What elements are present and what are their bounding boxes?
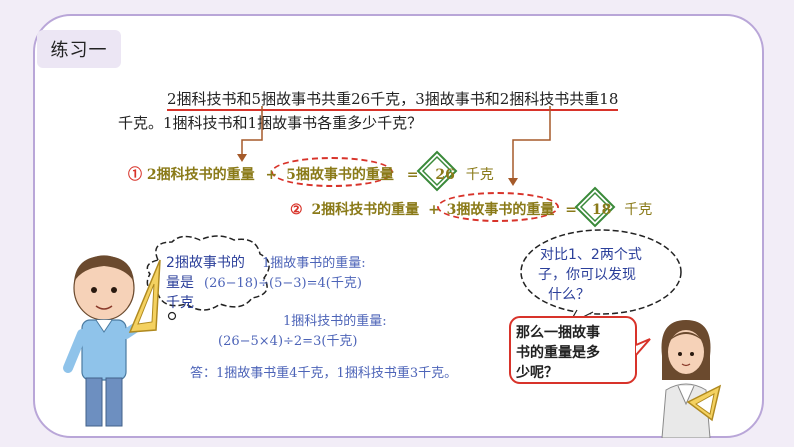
- solution-line-2: (26−18)÷(5−3)=4(千克): [204, 276, 362, 291]
- arrow-2: [512, 106, 551, 180]
- solution-line-4: (26−5×4)÷2=3(千克): [218, 334, 358, 349]
- solution-line-3: 1捆科技书的重量:: [283, 314, 387, 329]
- eq2-unit: 千克: [624, 202, 653, 218]
- eq1-marker: ①: [128, 167, 142, 183]
- eq2-value: 18: [591, 202, 612, 218]
- content-card: [33, 14, 764, 438]
- eq1-ellipse-text: 5捆故事书的重量: [286, 167, 394, 183]
- answer-text: 答：1捆故事书重4千克，1捆科技书重3千克。: [190, 366, 458, 381]
- arrow-1: [241, 106, 263, 156]
- eq2-equals: =: [565, 202, 578, 218]
- arrow-1-head: [237, 154, 247, 162]
- arrow-2-head: [508, 178, 518, 186]
- diamond-box-2: [574, 186, 616, 228]
- speech-top-line-1: 对比1、2两个式: [540, 247, 642, 263]
- eq1-left: 2捆科技书的重量: [146, 167, 255, 183]
- eq2-plus: +: [428, 202, 440, 218]
- equation-1: ① 2捆科技书的重量 + 5捆故事书的重量 = 26 千克: [128, 164, 494, 184]
- speech-top-line-2: 子，你可以发现: [538, 267, 636, 283]
- eq1-plus: +: [265, 167, 278, 183]
- speech-bottom-line-2: 书的重量是多: [516, 345, 600, 361]
- thought-line-3: 千克: [166, 295, 194, 311]
- speech-bubble-bottom: [509, 316, 651, 384]
- diamond-box-1: [416, 150, 458, 192]
- problem-line-2: 千克。1捆科技书和1捆故事书各重多少千克？: [118, 114, 423, 132]
- speech-top-line-3: 什么？: [548, 287, 590, 303]
- equation-2: ② 2捆科技书的重量 + 3捆故事书的重量 = 18 千克: [290, 199, 652, 219]
- eq1-unit: 千克: [465, 167, 494, 183]
- girl-illustration: [661, 320, 722, 438]
- eq2-left: 2捆科技书的重量: [311, 202, 420, 218]
- problem-line-1: 2捆科技书和5捆故事书共重26千克，3捆故事书和2捆科技书共重18: [167, 88, 619, 111]
- solution-line-1: 1捆故事书的重量:: [262, 256, 366, 271]
- eq1-equals: =: [406, 167, 419, 183]
- problem-part-1: 2捆科技书和5捆故事书共重26千克，: [167, 90, 416, 111]
- ellipse-2: [437, 192, 559, 222]
- ellipse-1: [271, 157, 393, 187]
- section-tab: 练习一: [37, 30, 121, 68]
- eq1-value: 26: [435, 167, 455, 183]
- thought-line-1: 2捆故事书的: [166, 255, 245, 271]
- thought-line-2: 量是: [166, 275, 194, 291]
- problem-part-2: 3捆故事书和2捆科技书共重18: [415, 90, 619, 111]
- speech-bottom-line-1: 那么一捆故事: [516, 325, 600, 341]
- speech-bottom-line-3: 少呢？: [516, 365, 558, 381]
- boy-illustration: [63, 255, 161, 427]
- eq2-ellipse-text: 3捆故事书的重量: [446, 202, 555, 218]
- eq2-marker: ②: [290, 202, 303, 218]
